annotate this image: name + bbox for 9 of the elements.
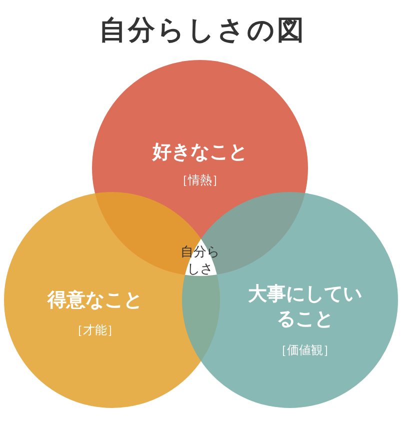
diagram-title: 自分らしさの図 <box>98 14 307 48</box>
center-label: 自分らしさ <box>180 245 220 279</box>
circle-region <box>182 192 398 408</box>
circle-subtitle: ［才能］ <box>70 322 120 339</box>
circle-subtitle: ［情熱］ <box>175 172 225 189</box>
circle-heading: 得意なこと <box>46 288 144 313</box>
circle-subtitle: ［価値観］ <box>274 342 336 359</box>
circle-heading: 大事にしていること <box>247 282 363 332</box>
circle-heading: 好きなこと <box>151 140 248 165</box>
